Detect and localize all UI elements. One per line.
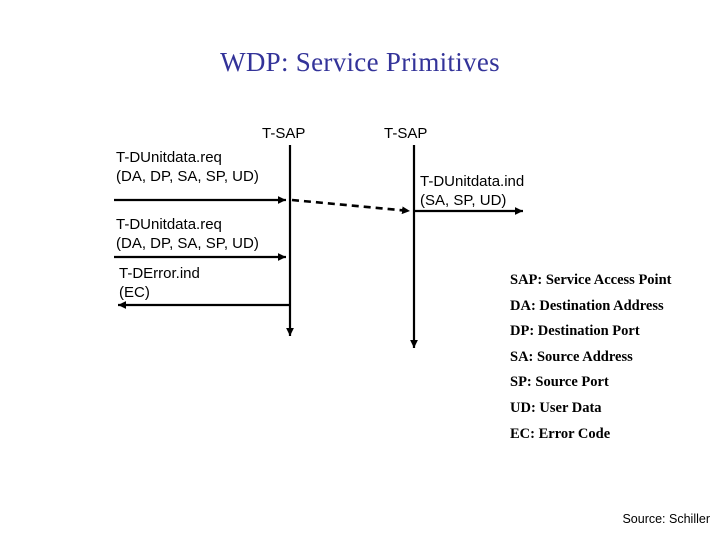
- message-label-t-dunitdata-ind: T-DUnitdata.ind (SA, SP, UD): [420, 172, 524, 210]
- legend-item: SAP: Service Access Point: [510, 272, 672, 288]
- legend-item: SA: Source Address: [510, 348, 633, 365]
- message-label-line2: (SA, SP, UD): [420, 192, 507, 209]
- message-arrow-t-dunitdata-transfer: [291, 198, 411, 215]
- legend-item: SP: Source Port: [510, 374, 609, 391]
- message-label-t-derror-ind: T-DError.ind (EC): [119, 264, 200, 302]
- message-label-line1: T-DUnitdata.req: [116, 149, 222, 166]
- legend-item: DP: Destination Port: [510, 323, 640, 340]
- sap-label-right: T-SAP: [384, 125, 428, 142]
- legend-item: DA: Destination Address: [510, 297, 664, 314]
- source-attribution: Source: Schiller: [622, 512, 710, 526]
- sap-label-left: T-SAP: [262, 125, 306, 142]
- message-label-line1: T-DUnitdata.ind: [420, 173, 525, 190]
- legend-item: UD: User Data: [510, 399, 602, 416]
- message-label-line2: (DA, DP, SA, SP, UD): [116, 235, 259, 252]
- message-label-line2: (DA, DP, SA, SP, UD): [116, 168, 259, 185]
- abbreviation-legend: SAP: Service Access Point DA: Destinatio…: [510, 272, 671, 451]
- message-label-line2: (EC): [119, 284, 150, 301]
- message-label-line1: T-DUnitdata.req: [116, 216, 222, 233]
- message-label-line1: T-DError.ind: [119, 265, 200, 282]
- page-title: WDP: Service Primitives: [220, 47, 500, 77]
- message-label-t-dunitdata-req-2: T-DUnitdata.req (DA, DP, SA, SP, UD): [116, 215, 259, 253]
- message-label-t-dunitdata-req-1: T-DUnitdata.req (DA, DP, SA, SP, UD): [116, 148, 259, 186]
- legend-item: EC: Error Code: [510, 425, 611, 442]
